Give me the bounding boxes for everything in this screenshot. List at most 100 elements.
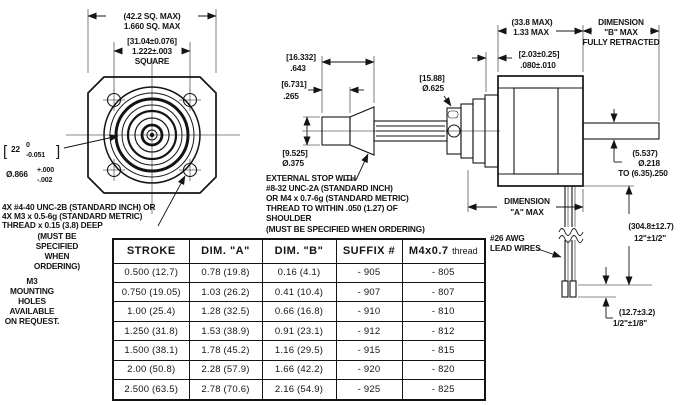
cell-m4-suffix: - 825 [401, 379, 486, 401]
cell-dim-a: 1.03 (26.2) [188, 281, 263, 303]
cell-stroke: 0.750 (19.05) [112, 281, 190, 303]
thread-note-caveat-line: ORDERING) [34, 261, 81, 271]
stop-note-line: EXTERNAL STOP WITH [266, 173, 356, 183]
cell-stroke: 2.500 (63.5) [112, 379, 190, 401]
dim-stop-length-metric: [16.332] [286, 52, 316, 62]
stop-note-line: #8-32 UNC-2A (STANDARD INCH) [266, 183, 393, 193]
dim-stub-length-metric: [6.731] [281, 79, 307, 89]
pilot-inch-upper: +.000 [37, 167, 54, 174]
stroke-suffix-table: STROKE DIM. "A" DIM. "B" SUFFIX # M4x0.7… [112, 238, 486, 401]
m3-note-line: HOLES [18, 296, 46, 306]
lead-length-line: 12"±1/2" [634, 233, 666, 243]
cell-dim-b: 0.16 (4.1) [261, 262, 337, 283]
cell-stroke: 1.500 (38.1) [112, 340, 190, 361]
cell-m4-suffix: - 820 [401, 359, 486, 381]
pilot-inch-value: Ø.866 [6, 169, 28, 179]
m3-note-line: ON REQUEST. [5, 316, 60, 326]
lead-wire-note-line: LEAD WIRES [490, 243, 541, 253]
col-header-m4-light: thread [452, 246, 478, 257]
thread-note-line: 4X M3 x 0.5-6g (STANDARD METRIC) [2, 211, 143, 221]
thread-note-line: THREAD x 0.15 (3.8) DEEP [2, 220, 103, 230]
cell-m4-suffix: - 812 [401, 320, 486, 342]
cell-dim-a: 1.53 (38.9) [188, 320, 263, 342]
strip-length-line: 1/2"±1/8" [613, 318, 647, 328]
thread-note-caveat-line: WHEN [45, 251, 70, 261]
stop-note-line: SHOULDER [266, 213, 312, 223]
mounting-hole [179, 89, 201, 111]
cell-dim-b: 0.91 (23.1) [261, 320, 337, 342]
cell-m4-suffix: - 815 [401, 340, 486, 361]
lead-length-line: (304.8±12.7) [628, 221, 674, 231]
strip-length-line: (12.7±3.2) [619, 307, 656, 317]
pilot-bracket-open: [ [3, 143, 8, 160]
cell-stroke: 1.250 (31.8) [112, 320, 190, 342]
cell-dim-b: 1.16 (29.5) [261, 340, 337, 361]
cell-stroke: 1.00 (25.4) [112, 301, 190, 322]
dim-bolt-square-metric: [31.04±0.076] [127, 36, 177, 46]
table-row: 2.00 (50.8)2.28 (57.9)1.66 (42.2)- 920- … [112, 359, 486, 381]
col-header-suffix: SUFFIX # [335, 238, 403, 264]
side-view-dimensions [467, 25, 660, 319]
dim-b-line: DIMENSION [598, 17, 644, 27]
table-row: 2.500 (63.5)2.78 (70.6)2.16 (54.9)- 925-… [112, 379, 486, 401]
dim-shaft-dia-line: Ø.218 [638, 158, 660, 168]
dim-a-line: DIMENSION [504, 196, 550, 206]
cell-suffix: - 915 [335, 340, 403, 361]
cell-suffix: - 907 [335, 281, 403, 303]
pilot-metric-upper: 0 [26, 142, 30, 149]
m3-note-line: MOUNTING [10, 286, 54, 296]
table-row: 0.750 (19.05)1.03 (26.2)0.41 (10.4)- 907… [112, 281, 486, 303]
front-view-dimensions [63, 9, 217, 227]
cell-suffix: - 912 [335, 320, 403, 342]
lead-wires [558, 186, 584, 298]
cell-dim-b: 0.66 (16.8) [261, 301, 337, 322]
cell-dim-a: 1.78 (45.2) [188, 340, 263, 361]
dim-screw-dia-metric: [9.525] [282, 148, 308, 158]
dim-bolt-square-inch: 1.222±.003 [132, 46, 172, 56]
cell-dim-b: 1.66 (42.2) [261, 359, 337, 381]
cell-dim-a: 1.28 (32.5) [188, 301, 263, 322]
mounting-hole [179, 159, 201, 181]
table-row: 1.250 (31.8)1.53 (38.9)0.91 (23.1)- 912-… [112, 320, 486, 342]
dim-a-line: "A" MAX [510, 207, 544, 217]
dim-body-length-inch: 1.33 MAX [513, 27, 549, 37]
dim-shaft-dia-line: TO (6.35).250 [618, 168, 668, 178]
cell-dim-a: 2.78 (70.6) [188, 379, 263, 401]
dim-b-line: FULLY RETRACTED [582, 37, 659, 47]
table-header-row: STROKE DIM. "A" DIM. "B" SUFFIX # M4x0.7… [112, 238, 486, 264]
cell-dim-a: 0.78 (19.8) [188, 262, 263, 283]
leadscrew-view-geometry [302, 94, 500, 168]
thread-note-line: 4X #4-40 UNC-2B (STANDARD INCH) OR [2, 202, 155, 212]
lead-wire-note-line: #26 AWG [490, 233, 525, 243]
cell-suffix: - 920 [335, 359, 403, 381]
thread-note-caveat-line: SPECIFIED [36, 241, 79, 251]
cell-m4-suffix: - 807 [401, 281, 486, 303]
stop-note-line: OR M4 x 0.7-6g (STANDARD METRIC) [266, 193, 409, 203]
cell-dim-b: 2.16 (54.9) [261, 379, 337, 401]
cell-suffix: - 925 [335, 379, 403, 401]
table-row: 0.500 (12.7)0.78 (19.8)0.16 (4.1)- 905- … [112, 262, 486, 283]
dim-boss-dia-metric: [15.88] [419, 73, 445, 83]
pilot-bracket-close: ] [56, 143, 60, 160]
table-row: 1.00 (25.4)1.28 (32.5)0.66 (16.8)- 910- … [112, 301, 486, 322]
col-header-m4-bold: M4x0.7 [408, 245, 449, 258]
cell-suffix: - 910 [335, 301, 403, 322]
cell-m4-suffix: - 810 [401, 301, 486, 322]
cell-dim-a: 2.28 (57.9) [188, 359, 263, 381]
dim-boss-dia-inch: Ø.625 [422, 83, 444, 93]
leadscrew-view-dimensions [303, 56, 452, 181]
col-header-m4: M4x0.7 thread [401, 238, 486, 264]
cell-m4-suffix: - 805 [401, 262, 486, 283]
mounting-hole [103, 159, 125, 181]
pilot-metric-lower: -0.051 [26, 152, 45, 159]
dim-plate-metric: [2.03±0.25] [519, 49, 560, 59]
m3-note-line: M3 [26, 276, 38, 286]
dim-screw-dia-inch: Ø.375 [282, 158, 304, 168]
stop-note-caveat: (MUST BE SPECIFIED WHEN ORDERING) [266, 224, 425, 234]
dim-bolt-square-label: SQUARE [135, 56, 170, 66]
mounting-hole [103, 89, 125, 111]
cell-dim-b: 0.41 (10.4) [261, 281, 337, 303]
cell-stroke: 0.500 (12.7) [112, 262, 190, 283]
col-header-dim-b: DIM. "B" [261, 238, 337, 264]
